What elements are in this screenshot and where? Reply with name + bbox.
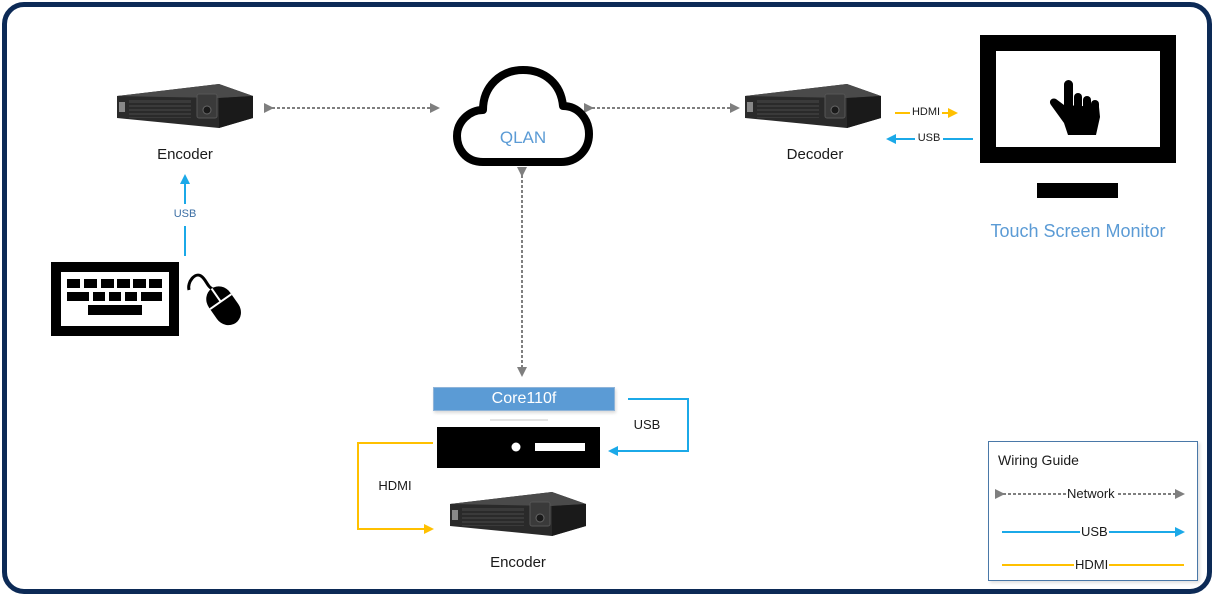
keyboard-icon	[51, 262, 179, 336]
hdmi-link-core-encoder	[357, 442, 434, 534]
encoder-device-icon	[117, 84, 253, 128]
cloud-icon	[453, 66, 593, 166]
core-title: Core110f	[433, 387, 615, 411]
core-server-icon	[437, 427, 600, 468]
hdmi-label-decoder: HDMI	[911, 106, 941, 118]
legend-item-usb: USB	[1080, 524, 1109, 539]
cloud-label: QLAN	[499, 128, 547, 147]
encoder-bottom-label: Encoder	[490, 554, 546, 571]
hdmi-label-core: HDMI	[378, 478, 412, 493]
usb-label-decoder: USB	[917, 132, 941, 144]
touch-monitor-icon	[980, 35, 1176, 198]
legend-item-hdmi: HDMI	[1074, 557, 1110, 572]
monitor-label: Touch Screen Monitor	[990, 221, 1166, 241]
legend-item-network: Network	[1066, 486, 1116, 501]
usb-link-core-loop	[608, 398, 689, 456]
wiring-guide-legend: Wiring Guide Network USB HDMI	[988, 441, 1198, 581]
usb-label-keyboard: USB	[173, 208, 197, 220]
mouse-icon	[187, 273, 241, 326]
encoder-device-icon	[450, 492, 586, 536]
touch-hand-icon	[1049, 80, 1100, 135]
decoder-label: Decoder	[786, 146, 844, 163]
legend-title: Wiring Guide	[998, 452, 1079, 468]
encoder-top-label: Encoder	[157, 146, 213, 163]
usb-label-core: USB	[633, 417, 661, 432]
decoder-device-icon	[745, 84, 881, 128]
